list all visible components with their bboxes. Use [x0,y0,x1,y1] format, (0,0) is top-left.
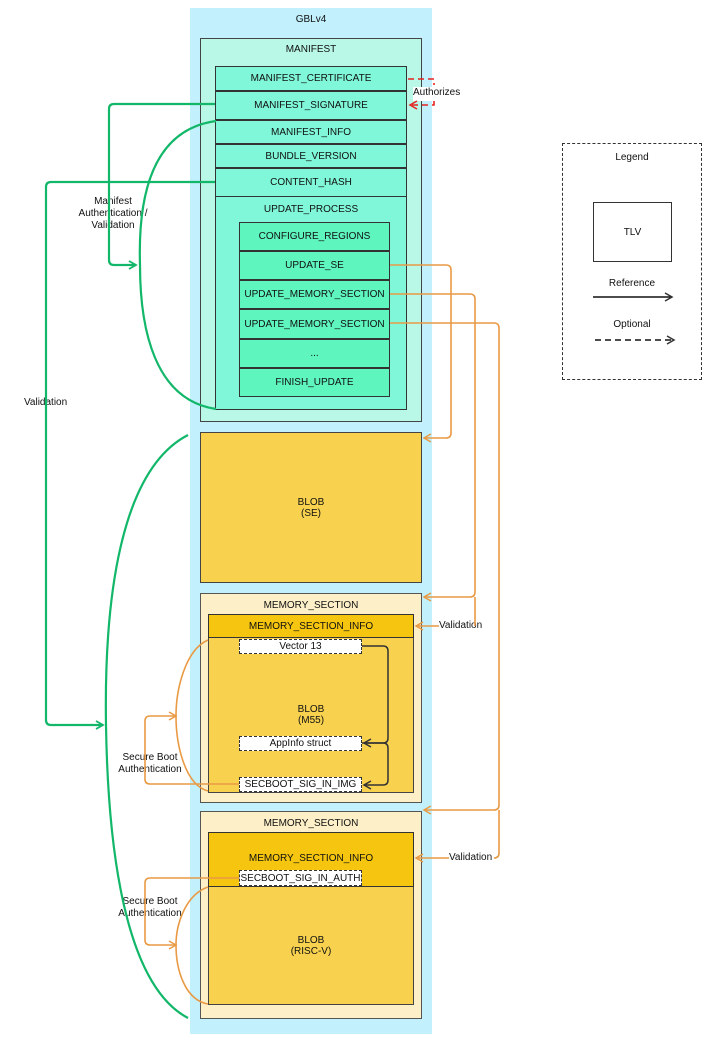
tlv-configure-regions: CONFIGURE_REGIONS [239,222,390,251]
secure-boot-label-2: Secure Boot Authentication [112,895,188,921]
blob-m55-title: BLOB [297,704,325,715]
secboot-sig-in-img-box: SECBOOT_SIG_IN_IMG [239,777,362,792]
memory-section-1-title: MEMORY_SECTION [263,599,359,611]
tlv-update-se: UPDATE_SE [239,251,390,280]
appinfo-struct-box: AppInfo struct [239,736,362,751]
tlv-manifest-certificate: MANIFEST_CERTIFICATE [215,66,407,91]
blob-riscv-title: BLOB [297,934,325,946]
legend-tlv-box: TLV [593,202,672,262]
blob-se-sublabel: (SE) [301,507,321,519]
tlv-finish-update: FINISH_UPDATE [239,368,390,397]
secure-boot-label-1: Secure Boot Authentication [112,751,188,777]
validation-left-label: Validation [24,397,74,410]
legend-optional-label: Optional [613,318,651,330]
blob-se-label: BLOB [297,496,325,508]
payload-brace [104,434,189,1019]
memory-section-1-info: MEMORY_SECTION_INFO [208,614,414,638]
tlv-update-memory-section-2: UPDATE_MEMORY_SECTION [239,309,390,339]
tlv-content-hash: CONTENT_HASH [215,168,407,197]
memory-section-2-info-label: MEMORY_SECTION_INFO [248,852,374,864]
blob-se: BLOB (SE) [200,432,422,583]
legend-reference-label: Reference [608,277,656,289]
tlv-update-memory-section-1: UPDATE_MEMORY_SECTION [239,280,390,309]
blob-m55-subtitle: (M55) [297,715,325,726]
blob-m55-label: BLOB (M55) [208,700,414,730]
blob-riscv-subtitle: (RISC-V) [290,945,332,957]
tlv-manifest-signature: MANIFEST_SIGNATURE [215,91,407,120]
tlv-manifest-info: MANIFEST_INFO [215,120,407,144]
blob-risc-v: BLOB (RISC-V) [208,886,414,1005]
gblv4-title: GBLv4 [295,13,327,25]
validation-ms1-label: Validation [439,620,489,633]
update-process-title: UPDATE_PROCESS [263,203,359,215]
tlv-bundle-version: BUNDLE_VERSION [215,144,407,168]
validation-ms2-label: Validation [449,852,495,865]
manifest-title: MANIFEST [285,43,337,55]
legend-title: Legend [615,151,649,163]
tlv-ellipsis: ... [239,339,390,368]
memory-section-2-title: MEMORY_SECTION [263,817,359,829]
manifest-auth-label: Manifest Authentication / Validation [68,195,158,233]
secboot-sig-in-auth-box: SECBOOT_SIG_IN_AUTH [239,870,362,886]
authorizes-label: Authorizes [413,87,463,101]
vector-13-box: Vector 13 [239,639,362,654]
